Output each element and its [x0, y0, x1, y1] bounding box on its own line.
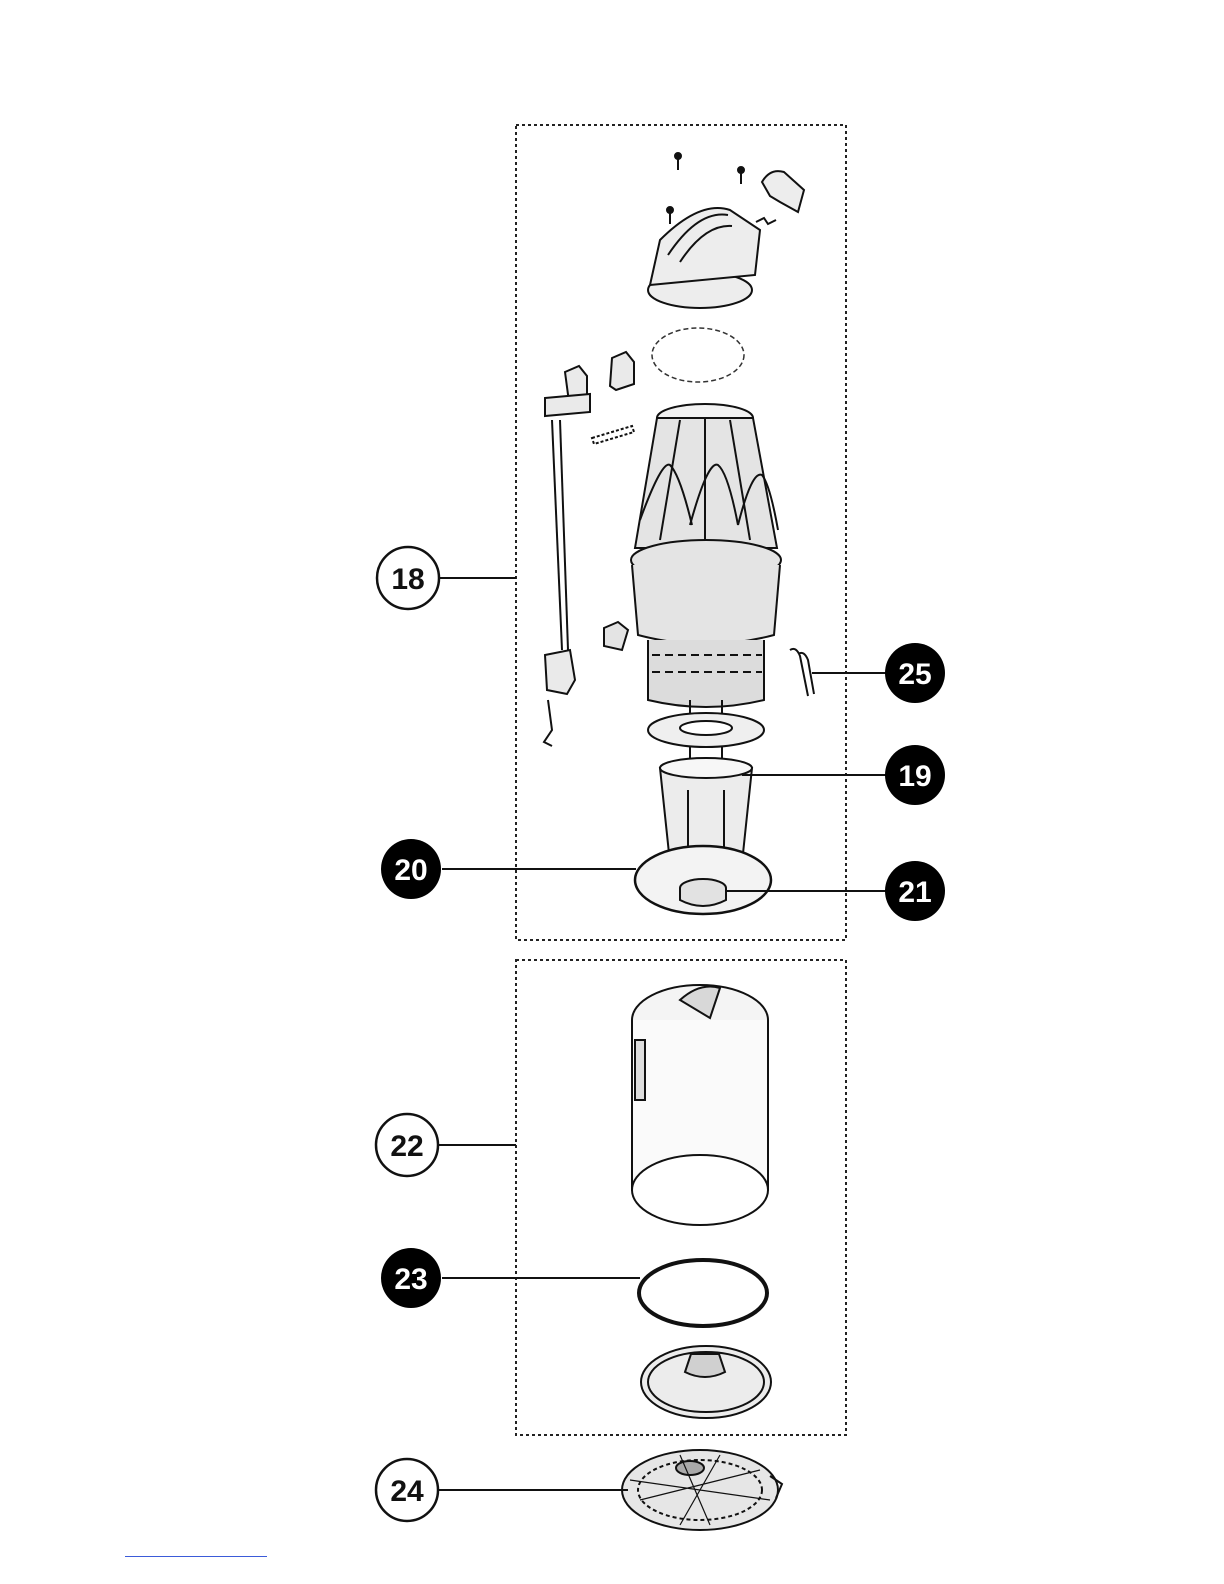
bin-seal [639, 1260, 767, 1326]
callout-22: 22 [376, 1114, 438, 1176]
cap-seal-dashed [652, 328, 744, 382]
callout-22-label: 22 [390, 1130, 423, 1163]
callout-18: 18 [377, 547, 439, 609]
release-rod-assembly [544, 352, 634, 746]
callout-24-label: 24 [390, 1475, 424, 1508]
callout-25: 25 [885, 643, 945, 703]
callout-25-label: 25 [898, 658, 931, 691]
footnote-separator-line [125, 1556, 267, 1557]
cyclone-assembly [604, 404, 781, 760]
callout-18-label: 18 [391, 563, 424, 596]
callout-24: 24 [376, 1459, 438, 1521]
clear-bin [632, 985, 768, 1225]
small-clip-part [790, 649, 814, 696]
callout-20-label: 20 [394, 854, 427, 887]
shroud-ring [648, 713, 764, 747]
motor-filter-cover [622, 1450, 782, 1530]
callout-19-label: 19 [898, 760, 931, 793]
callout-21: 21 [885, 861, 945, 921]
callout-21-label: 21 [898, 876, 931, 909]
callout-19: 19 [885, 745, 945, 805]
small-ring-seal [680, 879, 726, 906]
callout-23-label: 23 [394, 1263, 427, 1296]
bin-base [641, 1346, 771, 1418]
callout-20: 20 [381, 839, 441, 899]
callout-23: 23 [381, 1248, 441, 1308]
top-cap-assembly [648, 153, 804, 308]
